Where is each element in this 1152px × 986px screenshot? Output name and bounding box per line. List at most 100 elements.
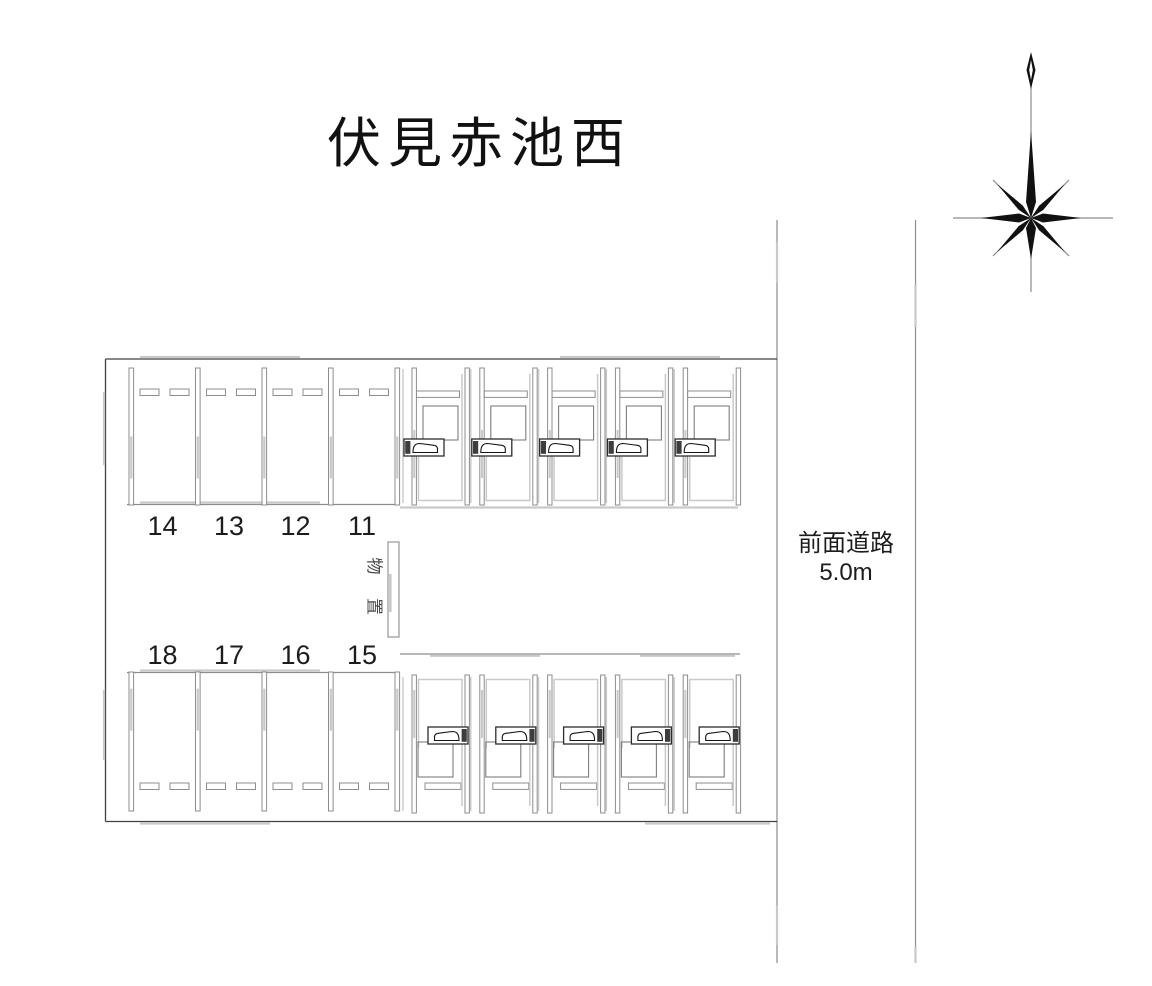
door-end-cap [732,729,738,742]
building-units-bottom [400,653,742,814]
compass-point-southeast [1031,218,1065,252]
door-swing [683,442,710,454]
unit-room-square [422,405,459,441]
door-swing [480,442,506,454]
space-number-label: 14 [147,511,177,541]
door-end-cap [665,729,671,742]
wheel-stop-mark [369,388,389,396]
post-highlight [196,688,199,731]
space-number-label: 17 [214,640,244,670]
door-end-cap [529,729,535,742]
wheel-stop-mark [339,782,359,790]
unit-shelf-bar [424,782,462,790]
door-swing [548,442,574,454]
door-end-cap [597,729,603,742]
compass-point-northwest [997,184,1031,218]
wheel-stop-mark [169,782,190,790]
unit-shelf-bar [619,390,664,398]
wall-highlight [413,690,416,738]
wheel-stop-mark [139,782,160,790]
wheel-stop-mark [302,388,323,396]
road-name-label: 前面道路 [798,530,894,557]
unit-shelf-bar [560,782,598,790]
wheel-stop-mark [272,782,293,790]
post-highlight [130,688,133,731]
parking-divider-post [394,671,401,812]
door-end-cap [540,441,546,454]
wheel-stop-mark [139,388,160,396]
unit-cell [605,674,674,814]
parking-space-17: 17 [206,640,256,790]
sign-wall [387,541,400,638]
front-road: 前面道路 5.0m [775,220,917,963]
post-highlight [196,436,199,479]
inner-wall-line [621,374,667,502]
unit-cell [537,674,606,814]
parking-space-18: 18 [139,640,190,790]
door-end-cap [461,729,467,742]
unit-wall-right [735,367,742,506]
wheel-stop-mark [169,388,190,396]
space-number-label: 18 [147,640,177,670]
unit-wall-right [667,367,674,506]
parking-space-12: 12 [272,388,323,541]
door-swing [615,442,642,454]
unit-cell [470,367,538,506]
door-swing [433,730,460,742]
post-highlight [396,436,399,479]
parking-space-14: 14 [139,388,190,541]
unit-wall-right [532,367,538,506]
wall-highlight [548,690,551,738]
door-swing [705,730,731,742]
unit-shelf-bar [492,782,530,790]
unit-room-square [553,741,590,778]
wheel-stop-mark [302,782,323,790]
door-swing [569,730,596,742]
compass-point-southwest [997,218,1031,252]
inner-wall-line [688,374,734,502]
north-arrow-notch [1029,60,1033,80]
compass-rose-icon [953,52,1113,292]
door-end-cap [608,441,614,454]
parking-space-15: 15 [339,640,389,790]
site-boundary [102,355,777,825]
unit-shelf-bar [483,390,528,398]
compass-point-west [981,213,1031,223]
unit-room-square [485,741,522,778]
unit-room-square [688,741,725,778]
space-number-label: 11 [348,511,376,541]
compass-point-north [1026,131,1036,218]
parking-space-16: 16 [272,640,323,790]
post-highlight [329,436,332,479]
unit-wall-left [682,674,689,814]
parking-divider-post [261,671,268,812]
wall-highlight [684,690,687,738]
inner-wall-line [485,374,531,502]
wheel-stop-mark [369,782,389,790]
post-highlight [396,688,399,731]
building-units-top [400,367,742,509]
wall-highlight [481,690,483,738]
wall-highlight [616,690,619,738]
wheel-stop-mark [236,388,256,396]
unit-cell [605,367,674,506]
unit-room-square [558,405,595,441]
unit-shelf-bar [695,782,733,790]
page-title: 伏見赤池西 [327,114,632,174]
door-end-cap [676,441,682,454]
parking-row-top: 14 13 12 11 [127,367,401,541]
post-highlight [263,688,266,731]
door-end-cap [405,441,411,454]
space-number-label: 13 [214,511,244,541]
parking-divider-post [195,671,201,812]
door-swing [637,730,663,742]
unit-wall-left [547,674,553,814]
door-swing [412,442,439,454]
unit-wall-left [479,674,485,814]
storage-sign: 物置 [365,541,400,638]
parking-space-11: 11 [339,388,389,541]
compass-point-east [1031,213,1081,223]
